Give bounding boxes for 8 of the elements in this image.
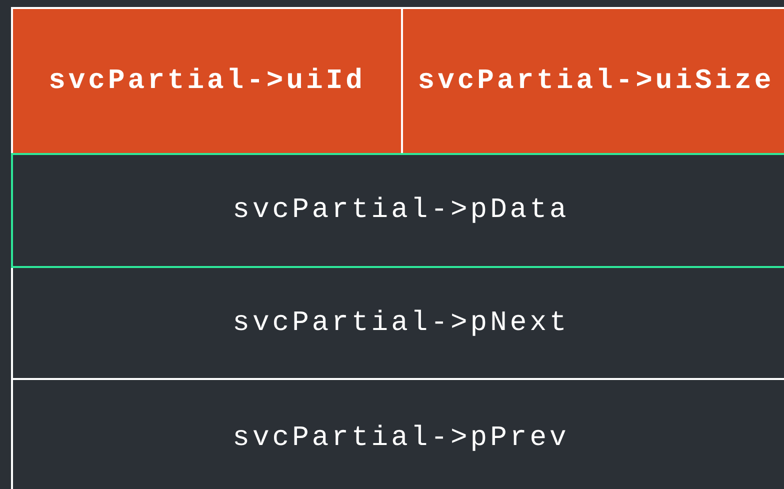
field-label: svcPartial->pNext	[232, 308, 570, 338]
field-label: svcPartial->uiId	[48, 66, 366, 96]
field-label: svcPartial->pData	[232, 195, 570, 226]
field-label: svcPartial->uiSize	[418, 66, 774, 96]
header-cell	[11, 7, 403, 155]
table-row	[11, 153, 784, 268]
field-label: svcPartial->pPrev	[232, 422, 570, 454]
header-cell	[401, 7, 784, 155]
